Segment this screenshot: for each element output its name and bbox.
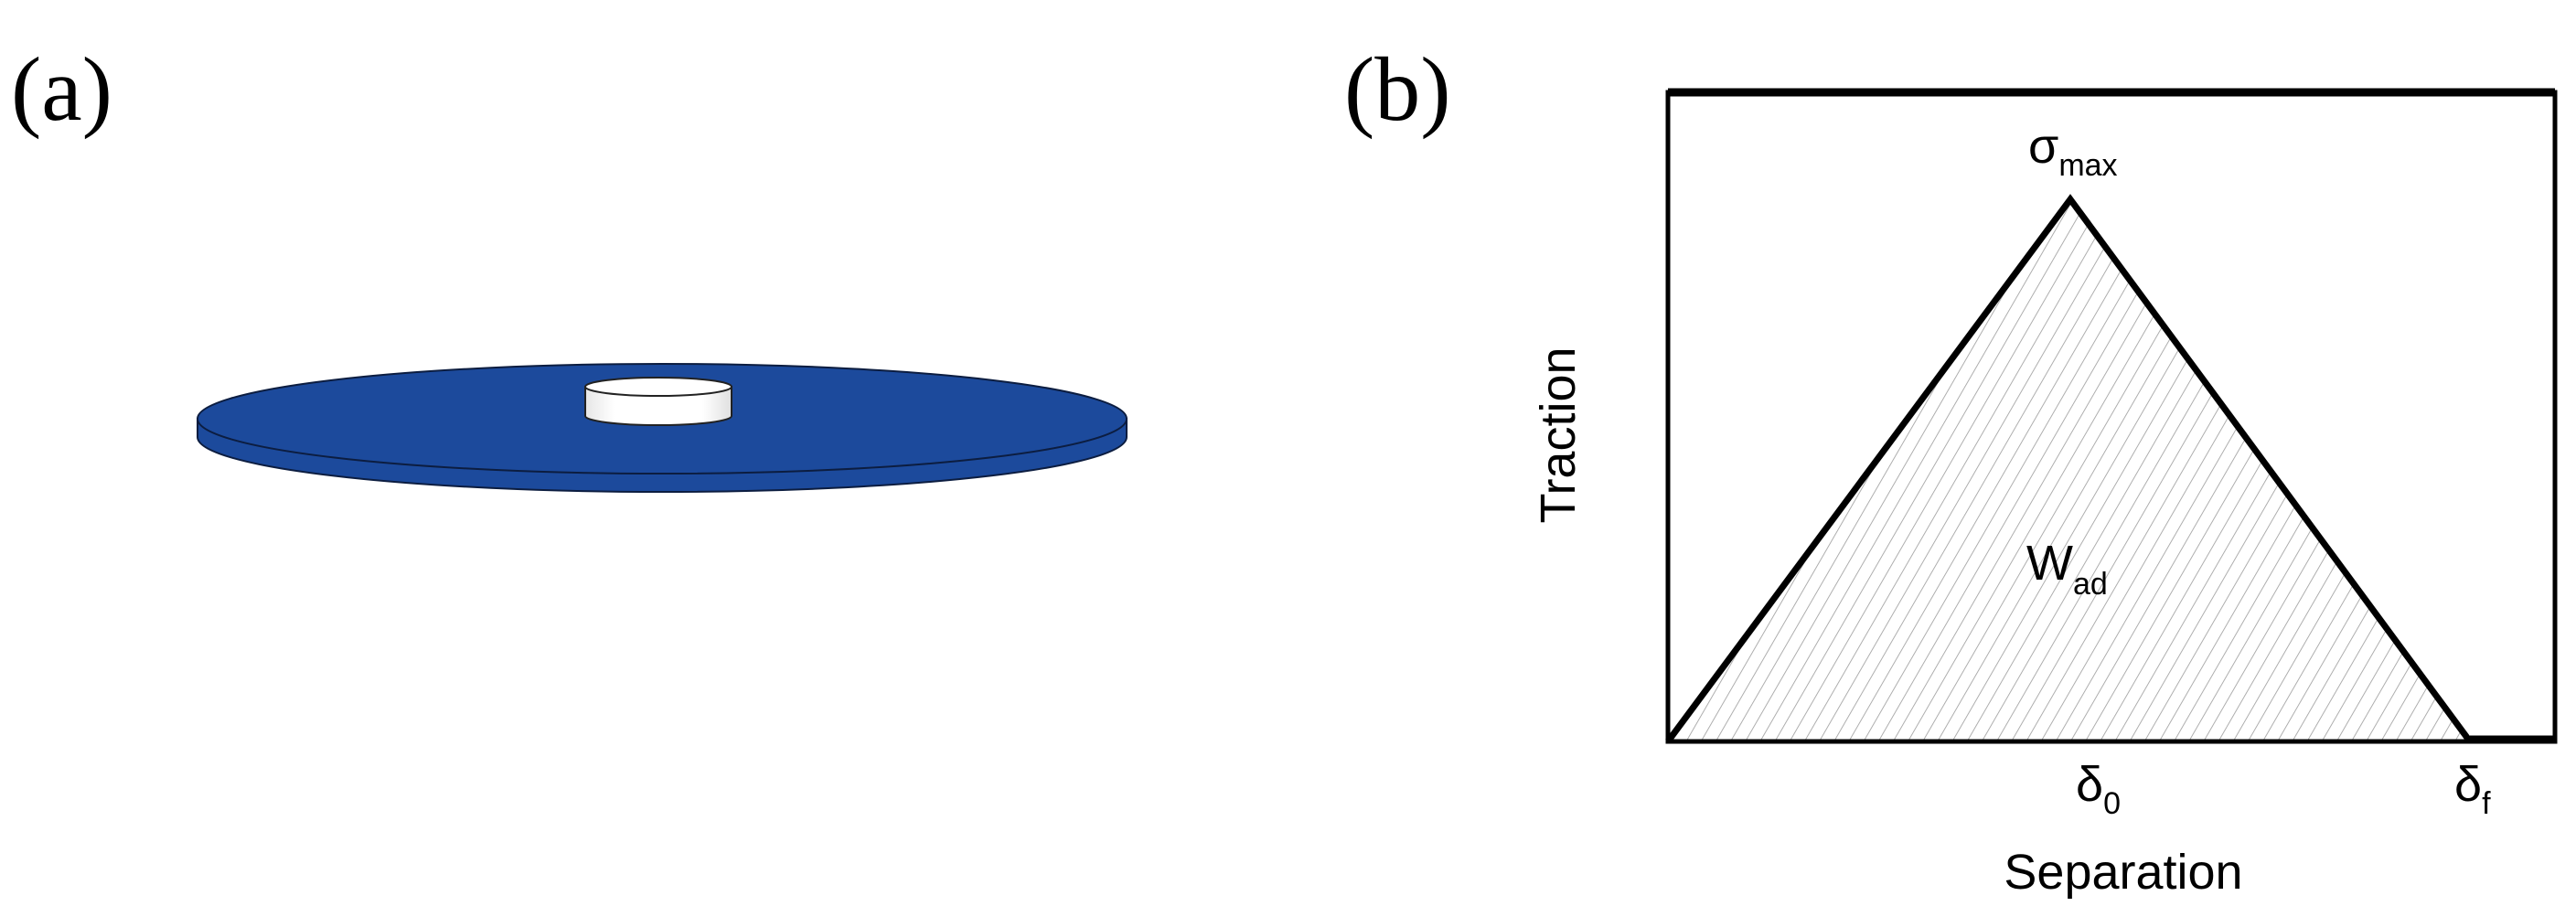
w-ad-label: Wad — [2026, 536, 2108, 602]
traction-separation-plot: σmax Wad δ0 δf Separation Traction — [1531, 88, 2558, 900]
y-axis-label: Traction — [1531, 347, 1586, 523]
panel-b-label: (b) — [1344, 38, 1451, 140]
traction-curve — [1665, 194, 2473, 744]
x-axis-label: Separation — [2004, 845, 2242, 900]
sigma-max-label: σmax — [2028, 119, 2118, 183]
disk-illustration — [197, 363, 1128, 493]
delta-0-label: δ0 — [2076, 757, 2121, 821]
panel-a-label: (a) — [11, 38, 112, 140]
delta-f-label: δf — [2454, 757, 2491, 821]
adhesion-work-area — [1668, 199, 2470, 741]
cylinder-specimen — [584, 377, 732, 426]
